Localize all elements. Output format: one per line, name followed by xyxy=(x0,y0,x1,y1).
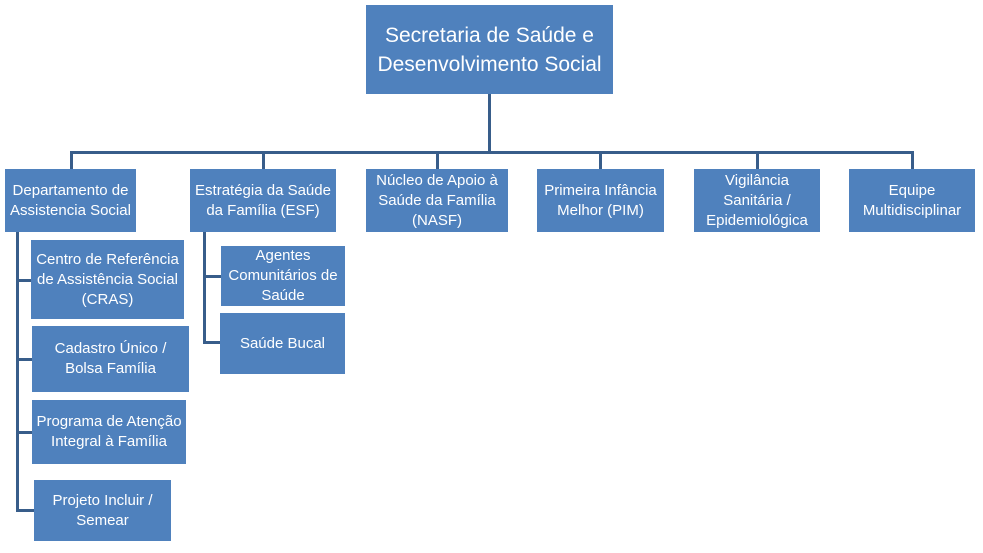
connector-branch xyxy=(203,341,220,344)
connector-branch xyxy=(16,358,32,361)
node-label: Primeira Infância Melhor (PIM) xyxy=(544,181,657,219)
dept-assistencia-social: Departamento de Assistencia Social xyxy=(5,169,136,232)
node-label: Centro de Referência de Assistência Soci… xyxy=(36,250,179,308)
root-label: Secretaria de Saúde e Desenvolvimento So… xyxy=(377,23,602,76)
dept-pim: Primeira Infância Melhor (PIM) xyxy=(537,169,664,232)
node-label: Cadastro Único / Bolsa Família xyxy=(54,340,167,377)
connector-branch xyxy=(203,275,221,278)
node-label: Agentes Comunitários de Saúde xyxy=(228,247,338,304)
connector-branch xyxy=(16,431,32,434)
node-label: Núcleo de Apoio à Saúde da Família (NASF… xyxy=(376,171,498,229)
child-saude-bucal: Saúde Bucal xyxy=(220,313,345,374)
connector-branch xyxy=(16,279,31,282)
connector-dept-children xyxy=(16,232,19,512)
connector-drop xyxy=(262,151,265,169)
child-paif: Programa de Atenção Integral à Família xyxy=(32,400,186,464)
connector-drop xyxy=(756,151,759,169)
connector-drop xyxy=(436,151,439,169)
connector-drop xyxy=(70,151,73,169)
connector-root-down xyxy=(488,94,491,153)
node-label: Equipe Multidisciplinar xyxy=(862,181,962,219)
connector-horizontal-bus xyxy=(70,151,914,154)
child-cadastro-unico: Cadastro Único / Bolsa Família xyxy=(32,326,189,392)
child-projeto-incluir: Projeto Incluir / Semear xyxy=(34,480,171,541)
dept-nasf: Núcleo de Apoio à Saúde da Família (NASF… xyxy=(366,169,508,232)
node-label: Projeto Incluir / Semear xyxy=(52,491,153,529)
child-cras: Centro de Referência de Assistência Soci… xyxy=(31,240,184,319)
node-label: Estratégia da Saúde da Família (ESF) xyxy=(195,181,331,219)
dept-equipe-multidisciplinar: Equipe Multidisciplinar xyxy=(849,169,975,232)
node-label: Departamento de Assistencia Social xyxy=(10,181,131,219)
node-label: Programa de Atenção Integral à Família xyxy=(36,413,182,450)
connector-branch xyxy=(16,509,34,512)
node-label: Saúde Bucal xyxy=(239,334,326,352)
node-label: Vigilância Sanitária / Epidemiológica xyxy=(706,171,808,229)
connector-esf-children xyxy=(203,232,206,343)
connector-drop xyxy=(911,151,914,169)
dept-vigilancia: Vigilância Sanitária / Epidemiológica xyxy=(694,169,820,232)
child-agentes-comunitarios: Agentes Comunitários de Saúde xyxy=(221,246,345,306)
connector-drop xyxy=(599,151,602,169)
dept-esf: Estratégia da Saúde da Família (ESF) xyxy=(190,169,336,232)
root-node: Secretaria de Saúde e Desenvolvimento So… xyxy=(366,5,613,94)
